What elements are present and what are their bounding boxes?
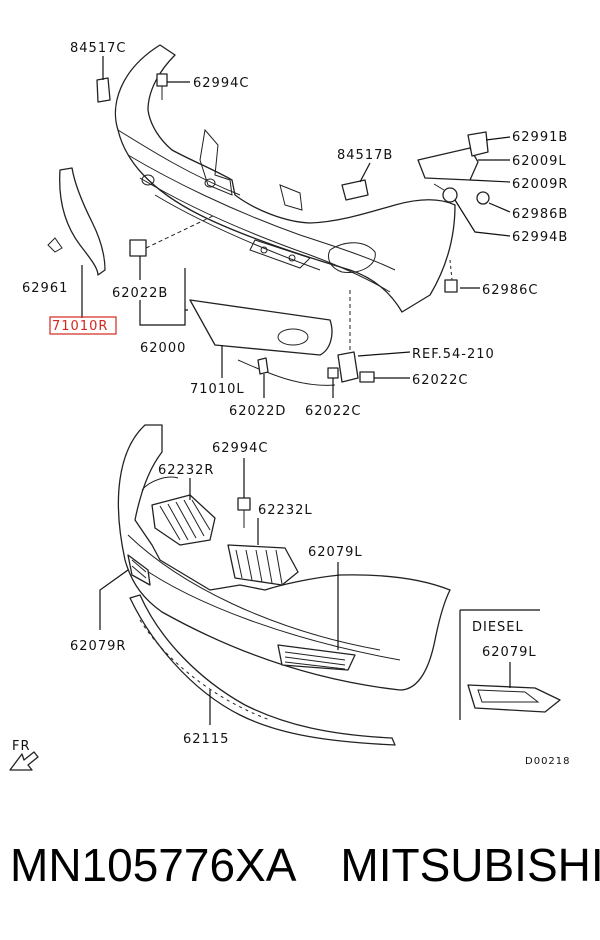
highlight-box-71010r [49,316,117,335]
label-62079l-diesel: 62079L [482,645,537,660]
label-62986b: 62986B [512,207,568,222]
label-62232l: 62232L [258,503,313,518]
grille-62232r [151,478,216,546]
label-62994b: 62994B [512,230,568,245]
label-62009r: 62009R [512,177,568,192]
wire-harness [237,290,411,398]
clip-62986b-icon [476,191,511,213]
footer: MN105776XA MITSUBISHI [0,838,600,908]
lower-bumper-assembly [117,424,451,691]
label-62022c-low: 62022C [305,404,361,419]
label-84517b: 84517B [337,148,393,163]
label-62232r: 62232R [158,463,214,478]
label-diesel: DIESEL [472,620,524,635]
label-62994c-top: 62994C [193,76,249,91]
part-number: MN105776XA [10,839,297,891]
bracket-84517c-icon [96,56,111,103]
parts-diagram: 84517C 62994C 62991B 84517B 62009L 62009… [9,41,571,771]
label-62009l: 62009L [512,154,567,169]
brand-name: MITSUBISHI [340,839,600,891]
label-62079r: 62079R [70,639,126,654]
bolt-62994c-mid-icon [237,458,251,528]
label-62991b: 62991B [512,130,568,145]
label-fr: FR [12,739,31,754]
label-62079l: 62079L [308,545,363,560]
label-diagram-code: D00218 [525,756,571,767]
front-arrow-icon [9,751,39,771]
clip-62986c-icon [444,259,480,293]
label-84517c: 84517C [70,41,126,56]
label-62115: 62115 [183,732,229,747]
clip-62022b-icon [129,214,216,280]
diesel-inset [459,609,561,720]
bolt-62994c-top-icon [156,73,190,100]
label-71010r: 71010R [52,319,108,334]
grille-62232l [227,518,299,586]
grille-62079r [99,554,151,630]
label-62961: 62961 [22,281,68,296]
bolt-62994b-icon [433,183,511,237]
label-62022b: 62022B [112,286,168,301]
grille-62079l [277,562,356,671]
moulding-71010l [189,299,333,378]
bumper-cover-62000 [114,44,456,313]
cap-84517b-icon [341,162,371,201]
bracket-62009-icon [417,131,511,183]
leader-62000 [139,268,188,326]
lip-spoiler-62115 [129,594,396,746]
moulding-71010r [47,167,106,318]
label-ref-54-210: REF.54-210 [412,347,495,362]
label-62022c-right: 62022C [412,373,468,388]
label-62000: 62000 [140,341,186,356]
label-62994c-mid: 62994C [212,441,268,456]
label-62022d: 62022D [229,404,286,419]
label-71010l: 71010L [190,382,245,397]
label-62986c: 62986C [482,283,538,298]
